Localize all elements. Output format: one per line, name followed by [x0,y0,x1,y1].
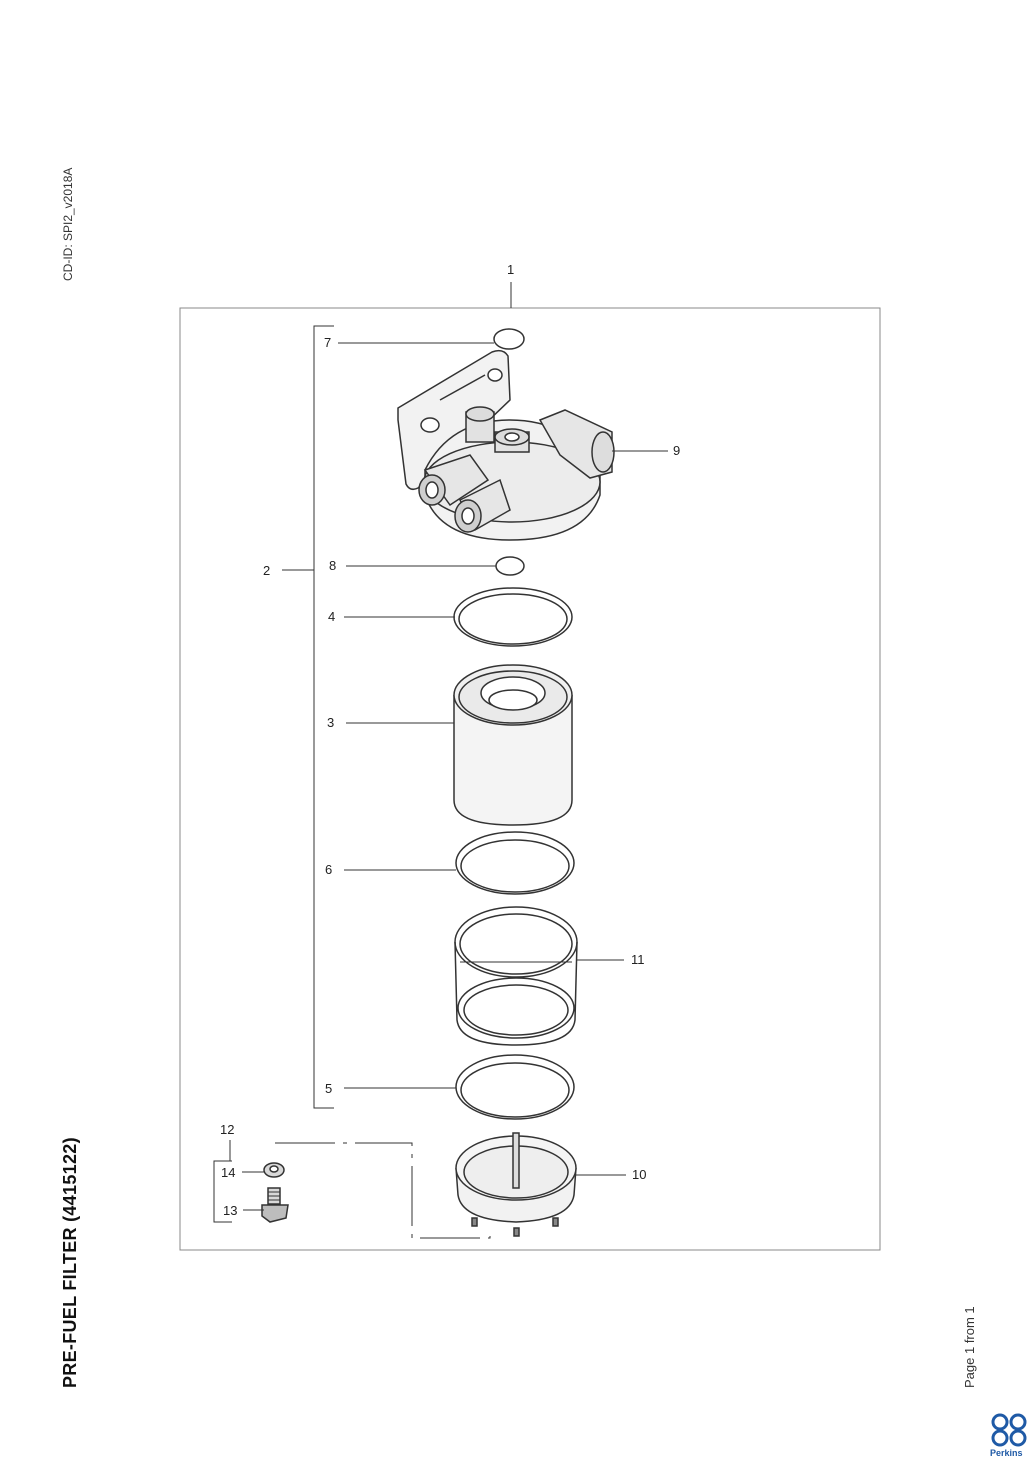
drain-assembly-leader [275,1142,491,1239]
callout-6[interactable]: 6 [325,862,332,877]
callout-12[interactable]: 12 [220,1122,234,1137]
callout-14[interactable]: 14 [221,1165,235,1180]
callout-9[interactable]: 9 [673,443,680,458]
part-3-filter-element[interactable] [453,664,573,826]
bracket-12 [213,1140,232,1223]
callout-5[interactable]: 5 [325,1081,332,1096]
part-5-seal-ring[interactable] [455,1054,575,1120]
callout-8[interactable]: 8 [329,558,336,573]
brand-name: Perkins [990,1448,1023,1458]
callout-1[interactable]: 1 [507,262,514,277]
callout-11[interactable]: 11 [631,952,645,967]
bracket-2 [282,325,334,1109]
diagram-frame [179,307,881,1251]
part-8-o-ring[interactable] [495,556,525,576]
callout-7[interactable]: 7 [324,335,331,350]
perkins-logo-icon [991,1413,1027,1447]
part-11-sediment-bowl[interactable] [454,906,578,1046]
callout-2[interactable]: 2 [263,563,270,578]
part-14-washer[interactable] [263,1162,285,1178]
callout-10[interactable]: 10 [632,1167,646,1182]
callout-3[interactable]: 3 [327,715,334,730]
part-6-seal-ring[interactable] [455,831,575,895]
part-7-o-ring[interactable] [493,328,525,350]
callout-13[interactable]: 13 [223,1203,237,1218]
part-9-filter-head[interactable] [397,349,615,541]
part-13-drain-plug[interactable] [261,1187,289,1223]
callout-4[interactable]: 4 [328,609,335,624]
part-10-bowl-base[interactable] [455,1132,577,1237]
part-4-seal-ring[interactable] [453,587,573,647]
